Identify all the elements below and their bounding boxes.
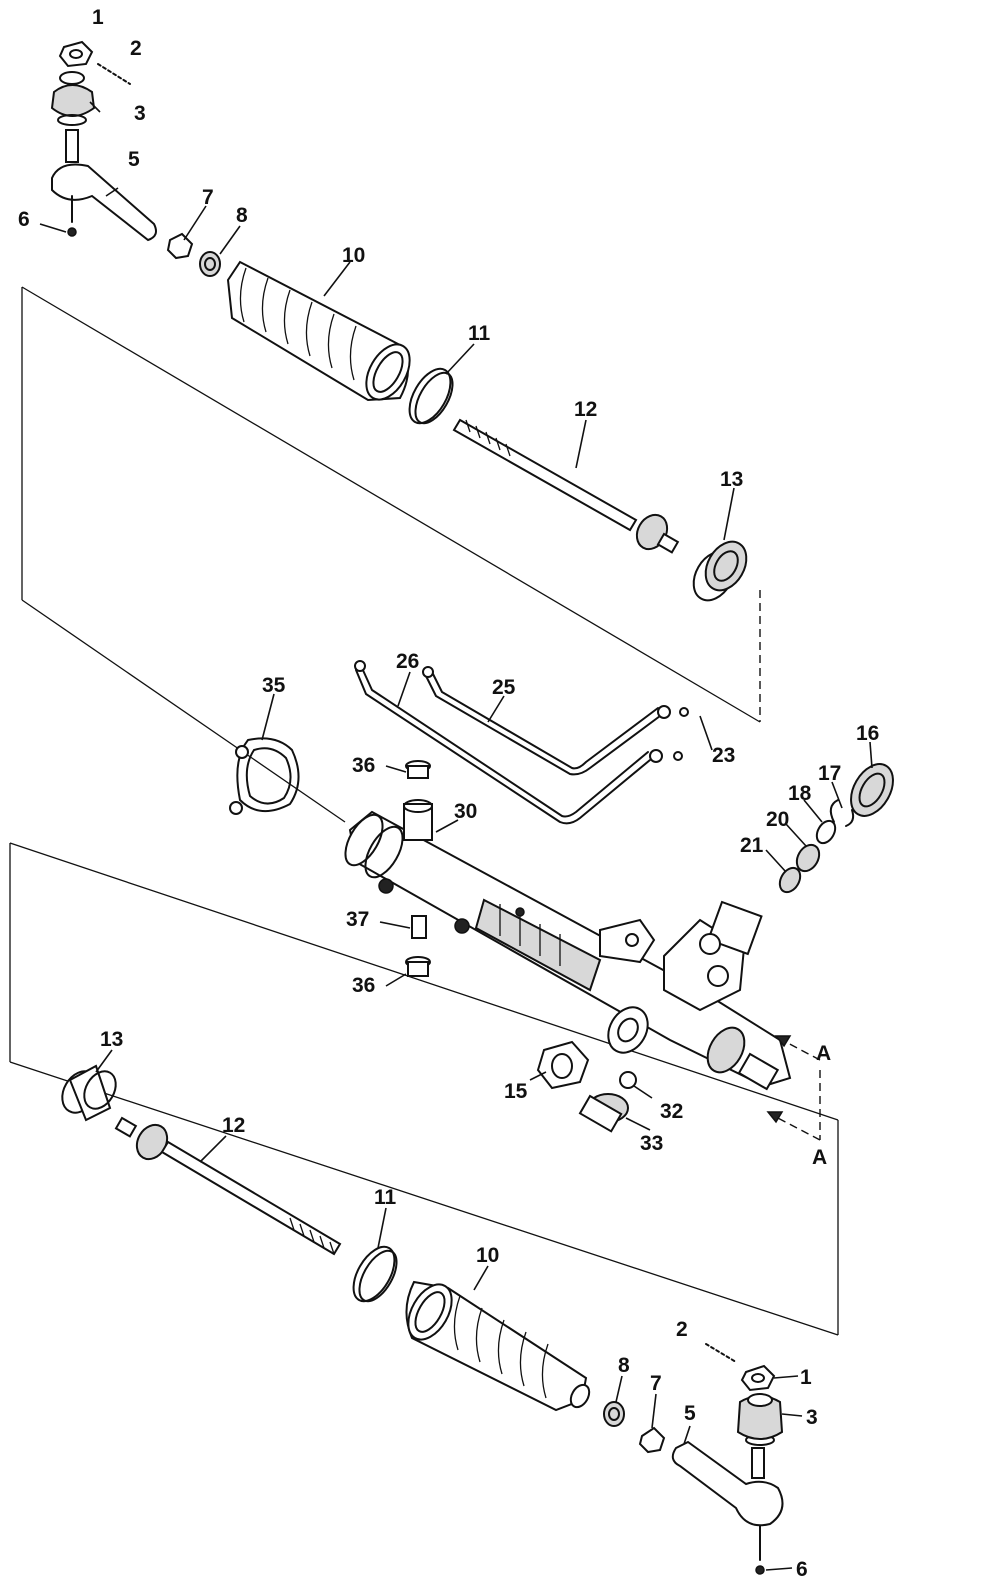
bottom-boot-3 <box>736 1393 784 1446</box>
callout-35: 35 <box>262 674 286 697</box>
callout-labels-mid: 16 17 18 20 21 23 25 26 30 35 36 37 36 <box>262 650 879 997</box>
o-rings-23 <box>673 707 713 761</box>
callout-17: 17 <box>818 762 841 785</box>
callout-20: 20 <box>766 808 789 831</box>
callout-labels-top: 1 2 3 5 6 7 8 10 11 12 13 <box>18 6 743 491</box>
callout-10-bottom: 10 <box>476 1244 499 1267</box>
top-boot-3 <box>50 71 96 126</box>
bottom-cotter-pin-2 <box>705 1343 737 1363</box>
callout-10-top: 10 <box>342 244 365 267</box>
lower-frame-lines <box>9 842 839 1336</box>
callout-21: 21 <box>740 834 764 857</box>
top-inner-tie-rod-12 <box>452 418 680 554</box>
bushing-36-lower <box>405 956 431 977</box>
callout-7-top: 7 <box>202 186 214 209</box>
callout-section-A-lower: A <box>812 1146 827 1169</box>
bottom-clamp-8 <box>603 1401 625 1427</box>
callout-25: 25 <box>492 676 516 699</box>
callout-23: 23 <box>712 744 735 767</box>
callout-2-top: 2 <box>130 37 142 60</box>
bottom-bushing-13 <box>61 1064 117 1122</box>
bottom-tie-rod-end-5 <box>671 1440 784 1575</box>
top-bushing-13 <box>692 540 748 602</box>
callout-2-bottom: 2 <box>676 1318 688 1341</box>
top-clamp-8 <box>199 251 221 277</box>
callout-37: 37 <box>346 908 369 931</box>
washer-32 <box>619 1071 637 1089</box>
callout-1-top: 1 <box>92 6 104 29</box>
callout-32: 32 <box>660 1100 683 1123</box>
callout-3-top: 3 <box>134 102 146 125</box>
callout-6-bottom: 6 <box>796 1558 808 1581</box>
top-bellows-boot-10 <box>226 260 411 402</box>
callout-36-lower: 36 <box>352 974 375 997</box>
valve-seals-16-21 <box>778 763 894 894</box>
bushing-36-upper <box>405 760 431 779</box>
top-tie-rod-end-5 <box>51 129 157 242</box>
callout-13-top: 13 <box>720 468 743 491</box>
bottom-nut-1 <box>740 1364 776 1392</box>
upper-frame-lines <box>21 286 761 823</box>
hose-line-25 <box>422 666 671 776</box>
callout-labels-bottom: 11 10 2 1 3 8 7 5 6 <box>374 1186 818 1581</box>
rack-housing-30 <box>344 799 792 1091</box>
callout-30: 30 <box>454 800 477 823</box>
top-cotter-pin-2 <box>97 63 131 85</box>
callout-8-bottom: 8 <box>618 1354 630 1377</box>
callout-15: 15 <box>504 1080 528 1103</box>
hose-line-26 <box>354 660 663 825</box>
bottom-bellows-boot-10 <box>405 1280 591 1412</box>
callout-section-A-upper: A <box>816 1042 831 1065</box>
callout-33: 33 <box>640 1132 663 1155</box>
top-jam-nut-7 <box>166 232 194 260</box>
callout-11-bottom: 11 <box>374 1186 397 1209</box>
callout-12-top: 12 <box>574 398 597 421</box>
top-boot-clamp-11 <box>408 367 454 425</box>
jam-nut-15 <box>536 1040 590 1090</box>
callout-3-bottom: 3 <box>806 1406 818 1429</box>
clamp-35 <box>229 737 300 815</box>
callout-5-bottom: 5 <box>684 1402 696 1425</box>
callout-36-upper: 36 <box>352 754 375 777</box>
bottom-jam-nut-7 <box>638 1426 666 1454</box>
callout-6-top: 6 <box>18 208 30 231</box>
section-arrows-A <box>766 1035 821 1141</box>
callout-26: 26 <box>396 650 419 673</box>
bottom-boot-clamp-11 <box>352 1245 398 1303</box>
top-nut-1 <box>58 40 94 68</box>
callout-1-bottom: 1 <box>800 1366 812 1389</box>
plug-37 <box>411 915 427 939</box>
callout-11-top: 11 <box>468 322 491 345</box>
callout-13-bottom: 13 <box>100 1028 123 1051</box>
callout-8-top: 8 <box>236 204 248 227</box>
callout-labels-lower: 13 12 15 32 33 A A <box>100 1028 831 1169</box>
adjuster-plug-33 <box>578 1093 629 1133</box>
callout-18: 18 <box>788 782 812 805</box>
callout-16: 16 <box>856 722 879 745</box>
callout-5-top: 5 <box>128 148 140 171</box>
callout-7-bottom: 7 <box>650 1372 662 1395</box>
bottom-inner-tie-rod-12 <box>114 1116 342 1256</box>
callout-12-bottom: 12 <box>222 1114 245 1137</box>
leader-lines <box>39 101 873 1571</box>
